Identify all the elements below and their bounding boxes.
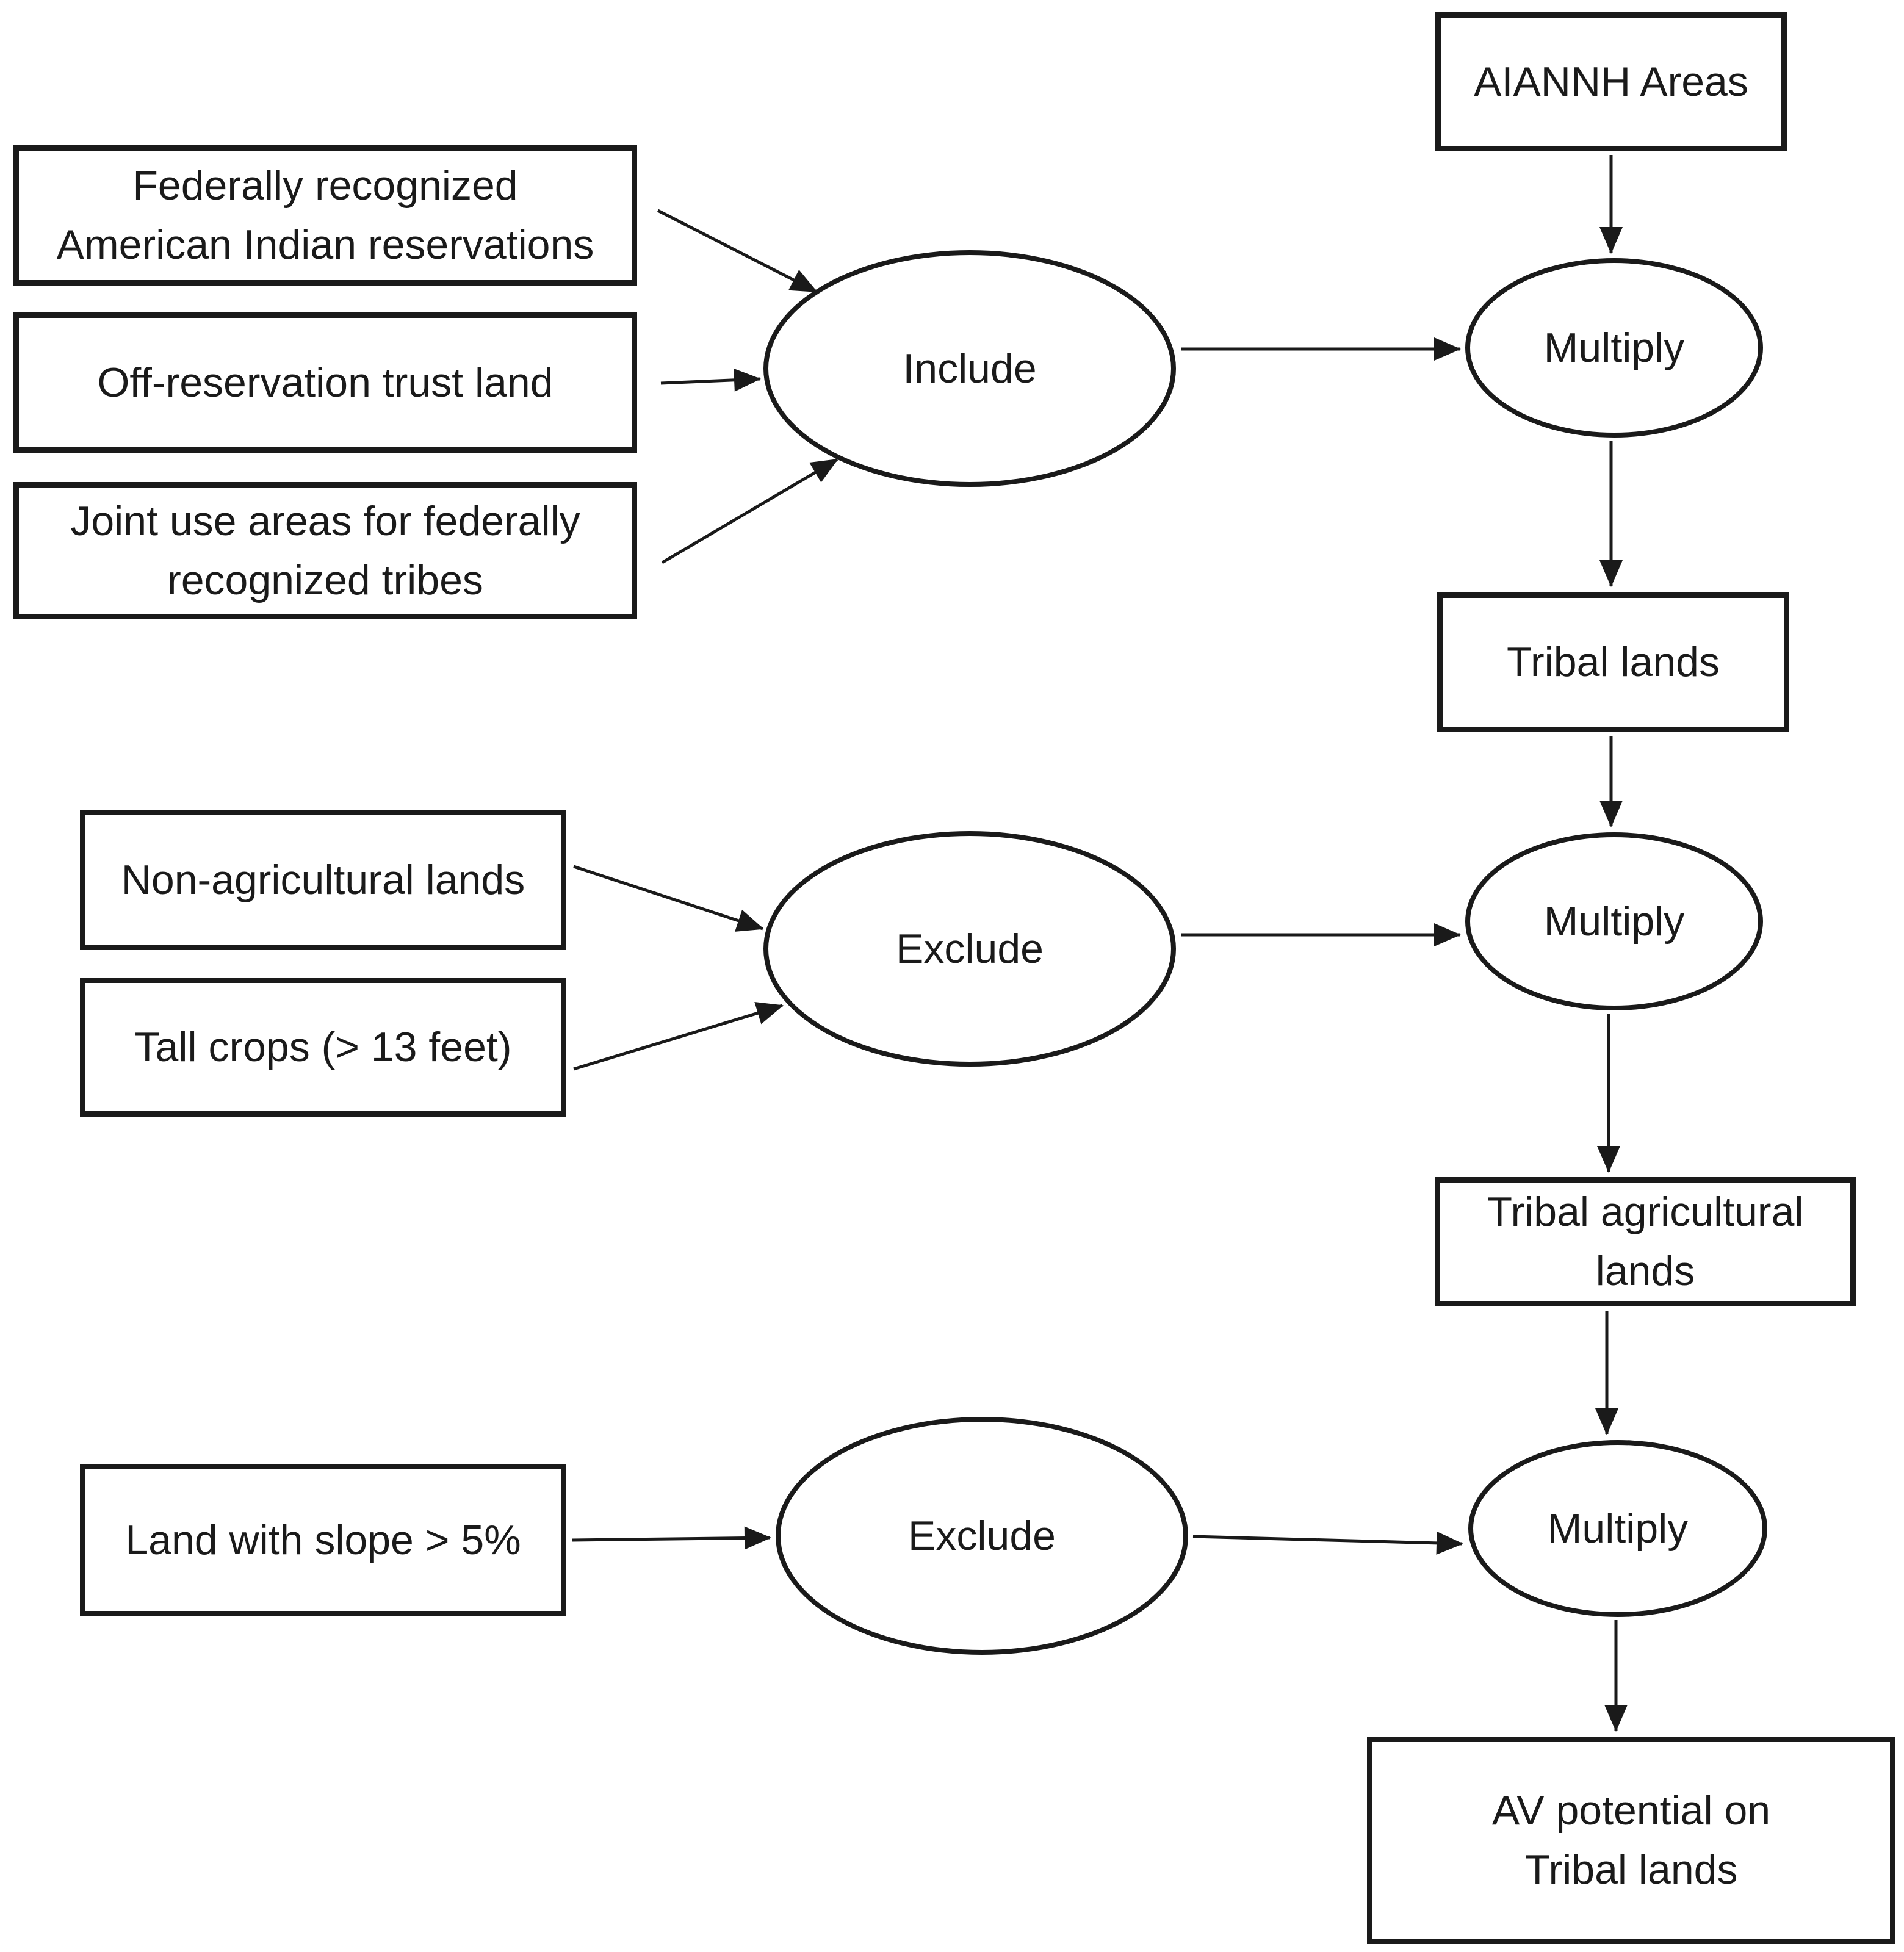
node-exclude-slope-operation: Exclude: [776, 1417, 1188, 1655]
node-land-with-slope: Land with slope > 5%: [80, 1464, 566, 1616]
node-tall-crops: Tall crops (> 13 feet): [80, 978, 566, 1117]
node-joint-use-areas: Joint use areas for federally recognized…: [13, 482, 637, 619]
arrow-land-slope-to-exclude: [572, 1526, 771, 1550]
arrow-off-reservation-to-include: [660, 368, 761, 392]
node-tribal-agricultural-lands: Tribal agricultural lands: [1435, 1177, 1856, 1306]
arrow-exclude-to-multiply-bottom: [1192, 1531, 1463, 1555]
node-av-potential-tribal-lands: AV potential on Tribal lands: [1367, 1737, 1895, 1944]
node-multiply-top-operation: Multiply: [1465, 258, 1763, 438]
node-multiply-bottom-operation: Multiply: [1468, 1440, 1767, 1617]
arrow-tall-crops-to-exclude: [573, 1002, 784, 1071]
node-off-reservation-trust-land: Off-reservation trust land: [13, 312, 637, 453]
node-include-operation: Include: [763, 250, 1176, 487]
node-multiply-middle-operation: Multiply: [1465, 832, 1763, 1010]
arrow-joint-use-to-include: [661, 458, 838, 564]
node-aiannh-areas: AIANNH Areas: [1435, 12, 1787, 151]
node-non-agricultural-lands: Non-agricultural lands: [80, 810, 566, 950]
node-federally-recognized-reservations: Federally recognized American Indian res…: [13, 145, 637, 286]
arrow-non-agricultural-to-exclude: [573, 865, 764, 932]
node-exclude-agriculture-operation: Exclude: [763, 831, 1176, 1067]
arrow-federally-recognized-to-include: [657, 209, 818, 294]
node-tribal-lands: Tribal lands: [1437, 592, 1789, 732]
